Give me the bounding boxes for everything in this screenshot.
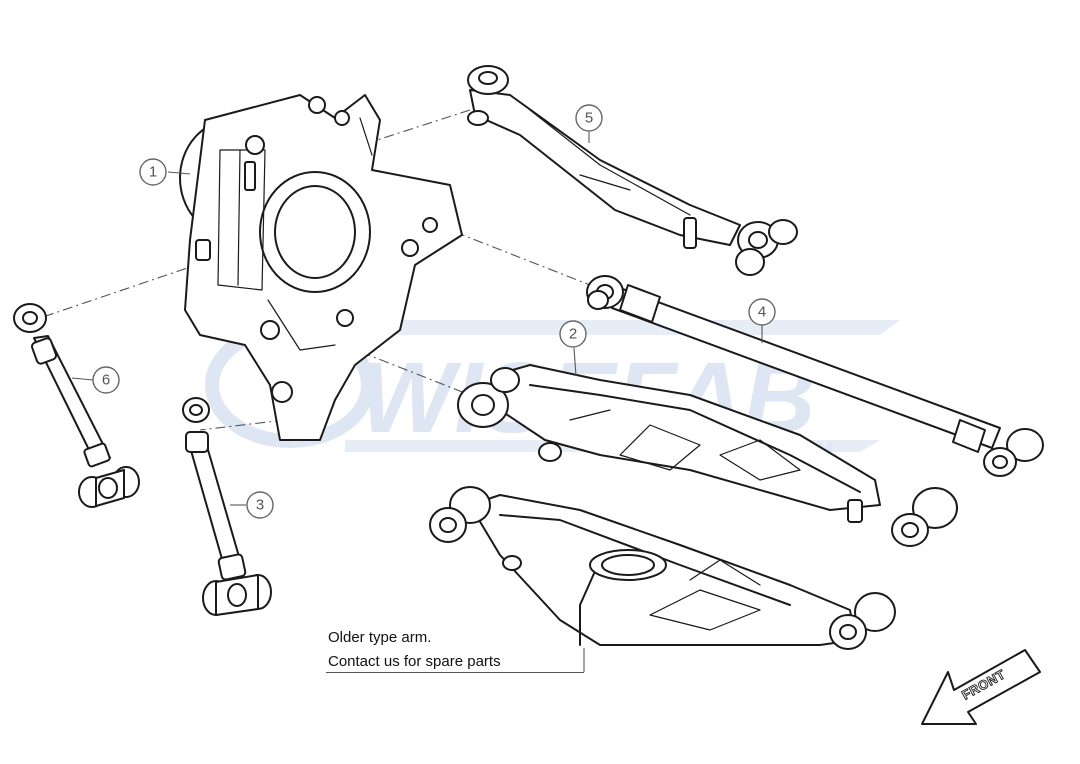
callout-6-label: 6: [102, 372, 110, 389]
note-underline: [326, 672, 584, 673]
callout-5: 5: [575, 104, 603, 132]
callout-2-label: 2: [569, 326, 577, 343]
note-line-1: Older type arm.: [328, 629, 432, 646]
callout-2: 2: [559, 320, 587, 348]
note-line-2: Contact us for spare parts: [328, 653, 501, 670]
callout-1-label: 1: [149, 164, 157, 181]
knuckle-part-1: [179, 94, 463, 441]
callout-5-label: 5: [585, 110, 593, 127]
callout-3: 3: [246, 491, 274, 519]
trailing-rod-part-4: [586, 275, 1044, 477]
toe-link-part-3: [182, 397, 272, 616]
callout-6: 6: [92, 366, 120, 394]
upper-arm-part-5: [467, 65, 798, 276]
lower-arm-part-2: [457, 364, 958, 547]
front-direction-arrow: FRONT: [921, 649, 1041, 725]
callout-4-label: 4: [758, 304, 766, 321]
callout-4: 4: [748, 298, 776, 326]
leader-lines: [71, 132, 763, 506]
callout-3-label: 3: [256, 497, 264, 514]
callout-1: 1: [139, 158, 167, 186]
camber-link-part-6: [13, 303, 140, 508]
older-type-arm: [429, 486, 896, 650]
